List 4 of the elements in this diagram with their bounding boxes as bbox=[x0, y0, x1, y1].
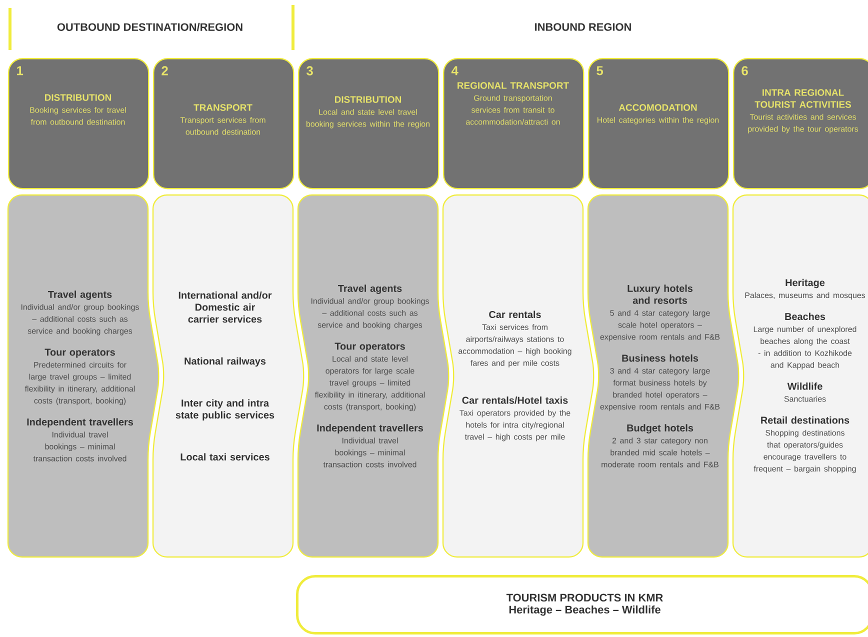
chevron-column: International and/or Domestic air carrier services National railways Inter city and intra state public services Local taxi services bbox=[152, 194, 304, 558]
section-heading: OUTBOUND DESTINATION/REGION bbox=[57, 22, 242, 32]
section-heading: INBOUND REGION bbox=[535, 23, 631, 31]
summary-box: TOURISM PRODUCTS IN KMR Heritage – Beaches – Wildlife bbox=[296, 574, 868, 634]
